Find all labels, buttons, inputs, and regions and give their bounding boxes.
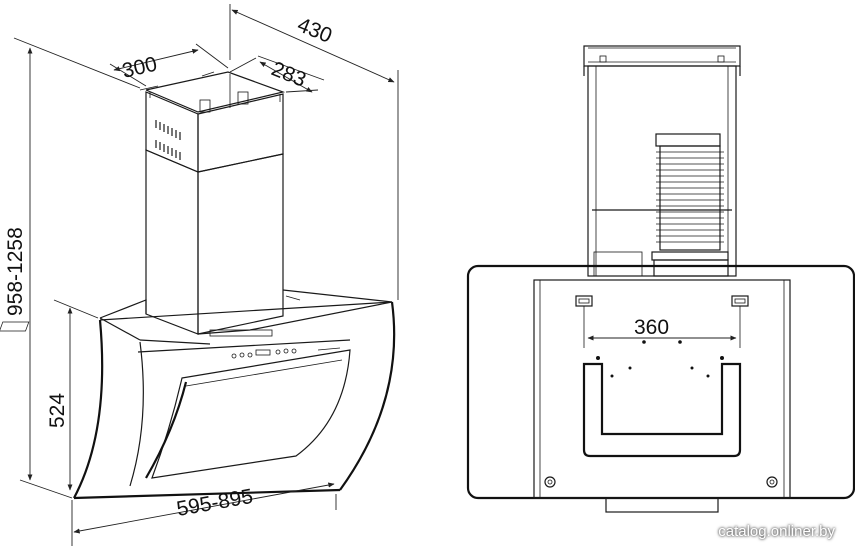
filter-frame [582, 362, 742, 458]
chimney-top-frame [139, 71, 286, 113]
flexible-duct [651, 133, 729, 277]
dim-300-label: 300 [120, 53, 159, 83]
dimension-283: 283 [229, 55, 325, 93]
lower-chimney [145, 149, 284, 335]
dim-360-label: 360 [634, 316, 669, 339]
control-buttons [231, 347, 341, 359]
back-panel [466, 264, 855, 513]
dim-430-label: 430 [294, 13, 335, 47]
back-view: 360 [466, 45, 855, 513]
dimension-430: 430 [229, 4, 399, 300]
dim-958-1258-label: 958-1258 [4, 227, 27, 316]
dimension-958-1258: 958-1258 [4, 37, 141, 499]
back-chimney [583, 45, 741, 277]
mounting-brackets: 360 [575, 295, 749, 348]
dimension-524: 524 [46, 299, 99, 491]
watermark: catalog.onliner.by [718, 523, 835, 540]
upper-chimney [145, 91, 284, 173]
hood-top-plate [0, 289, 393, 345]
dim-595-895-label: 595-895 [175, 485, 255, 521]
dimension-595-895: 595-895 [71, 482, 337, 546]
isometric-view: 300 283 430 958-1258 524 [0, 4, 399, 546]
dimension-300: 300 [109, 43, 229, 87]
vent-slots [155, 120, 181, 160]
duct-ribs [656, 151, 724, 243]
screw-points [596, 356, 724, 378]
dim-524-label: 524 [46, 393, 69, 428]
